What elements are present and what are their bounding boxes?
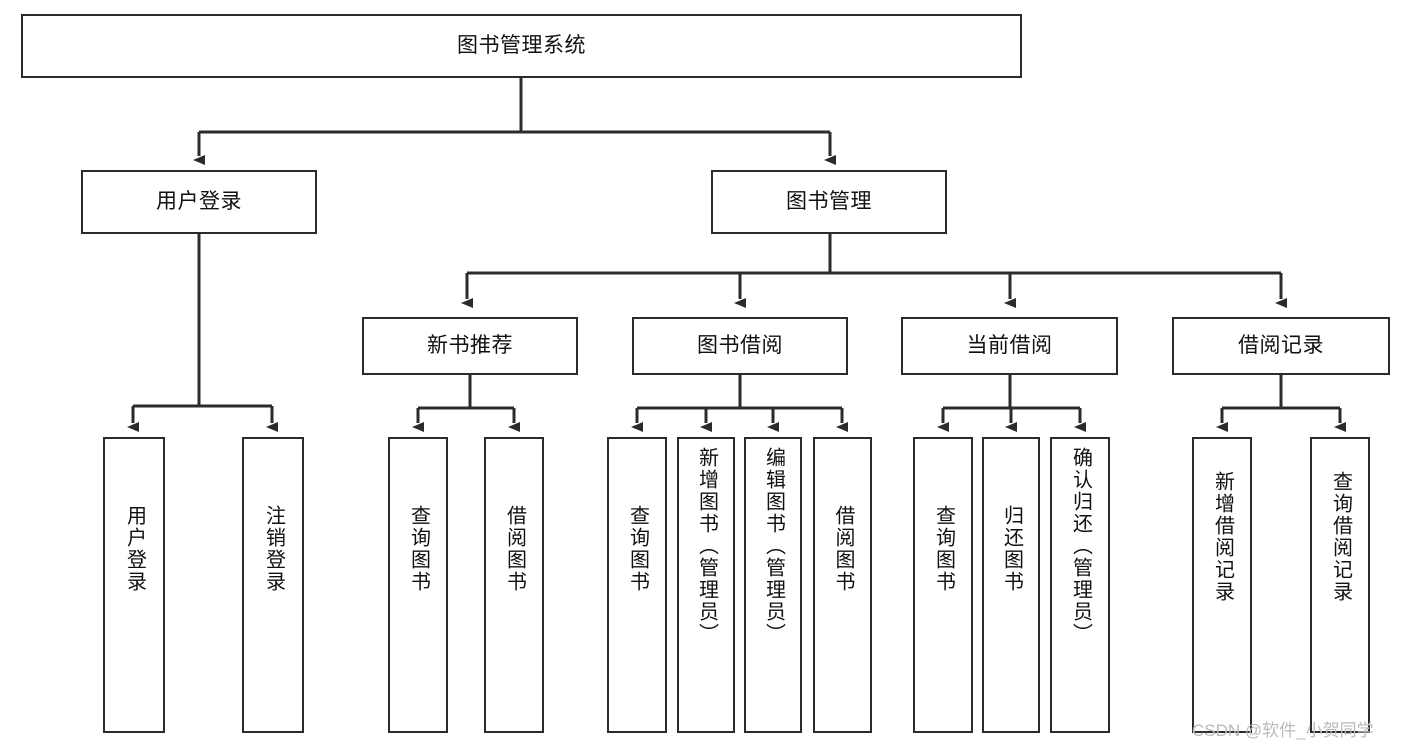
node-book-borrow-label: 图书借阅: [697, 333, 783, 357]
node-borrow-record-label: 借阅记录: [1238, 333, 1324, 357]
leaf-borrow-book-1[interactable]: 借阅图书: [484, 437, 544, 733]
leaf-edit-book[interactable]: 编辑图书（管理员）: [744, 437, 802, 733]
leaf-query-book-3-label: 查询图书: [932, 505, 955, 593]
leaf-confirm-return-label: 确认归还（管理员）: [1069, 447, 1092, 645]
leaf-query-book-2[interactable]: 查询图书: [607, 437, 667, 733]
leaf-query-record[interactable]: 查询借阅记录: [1310, 437, 1370, 733]
leaf-query-book-3[interactable]: 查询图书: [913, 437, 973, 733]
node-root[interactable]: 图书管理系统: [21, 14, 1022, 78]
leaf-borrow-book-2[interactable]: 借阅图书: [813, 437, 872, 733]
leaf-edit-book-label: 编辑图书（管理员）: [762, 447, 785, 645]
leaf-borrow-book-2-label: 借阅图书: [832, 505, 854, 593]
node-book-manage[interactable]: 图书管理: [711, 170, 947, 234]
leaf-query-book-1-label: 查询图书: [407, 505, 430, 593]
leaf-add-record[interactable]: 新增借阅记录: [1192, 437, 1252, 733]
leaf-logout-login[interactable]: 注销登录: [242, 437, 304, 733]
node-user-login[interactable]: 用户登录: [81, 170, 317, 234]
node-root-label: 图书管理系统: [457, 33, 586, 57]
node-new-book-recommend[interactable]: 新书推荐: [362, 317, 578, 375]
node-book-borrow[interactable]: 图书借阅: [632, 317, 848, 375]
leaf-add-book[interactable]: 新增图书（管理员）: [677, 437, 735, 733]
leaf-logout-login-label: 注销登录: [262, 505, 285, 593]
leaf-query-book-2-label: 查询图书: [626, 505, 649, 593]
leaf-borrow-book-1-label: 借阅图书: [503, 505, 526, 593]
csdn-watermark: CSDN @软件_小贺同学: [1192, 721, 1374, 740]
leaf-user-login-label: 用户登录: [123, 505, 146, 593]
node-book-manage-label: 图书管理: [786, 189, 872, 213]
node-current-borrow[interactable]: 当前借阅: [901, 317, 1118, 375]
node-new-book-recommend-label: 新书推荐: [427, 333, 513, 357]
node-current-borrow-label: 当前借阅: [966, 333, 1053, 357]
leaf-return-book-label: 归还图书: [1000, 505, 1023, 593]
leaf-user-login[interactable]: 用户登录: [103, 437, 165, 733]
node-user-login-label: 用户登录: [156, 189, 242, 213]
leaf-add-record-label: 新增借阅记录: [1211, 471, 1234, 603]
leaf-return-book[interactable]: 归还图书: [982, 437, 1040, 733]
leaf-add-book-label: 新增图书（管理员）: [695, 447, 718, 645]
leaf-confirm-return[interactable]: 确认归还（管理员）: [1050, 437, 1110, 733]
leaf-query-book-1[interactable]: 查询图书: [388, 437, 448, 733]
node-borrow-record[interactable]: 借阅记录: [1172, 317, 1390, 375]
leaf-query-record-label: 查询借阅记录: [1329, 471, 1352, 603]
